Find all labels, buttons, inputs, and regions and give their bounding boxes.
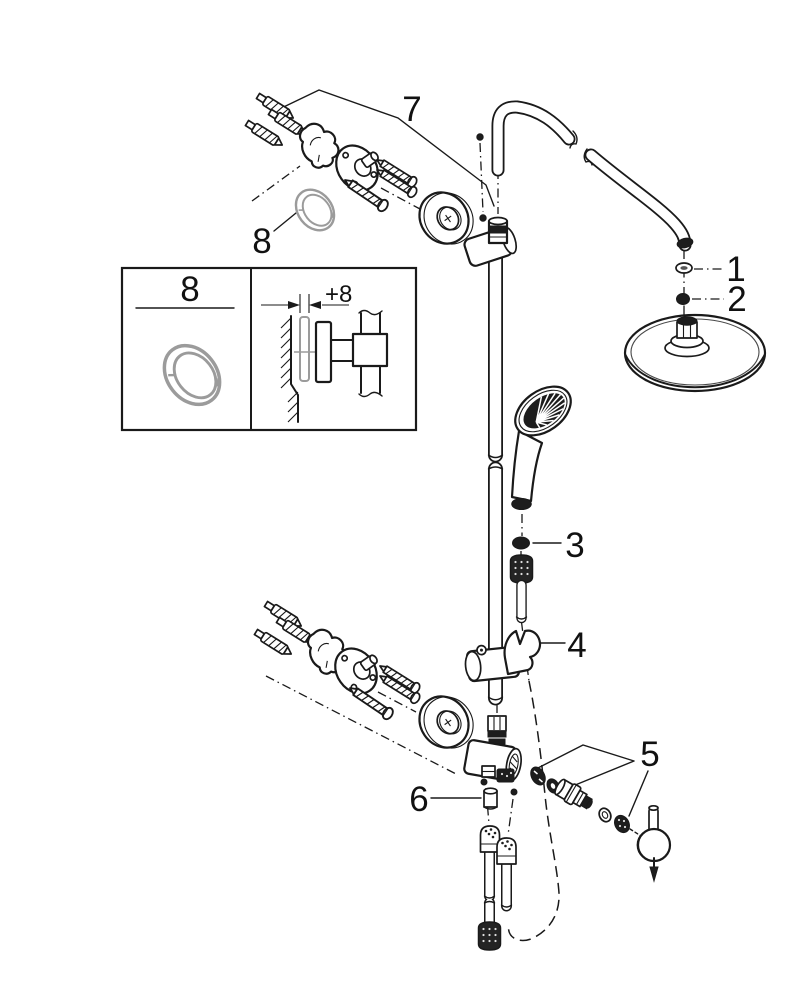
callout-3-label: 3 [565, 526, 584, 565]
rail-bottom-cap [487, 696, 504, 701]
centerline-grub-screw [479, 142, 484, 213]
check-valve-6 [483, 787, 498, 810]
upper-wall-bracket-assembly [243, 90, 485, 257]
pipe-break-cut [483, 895, 496, 904]
inset-detail-box [120, 266, 418, 432]
hose-connector-group [509, 536, 534, 624]
inset-flange-section [314, 320, 333, 384]
pipe-end-cap [500, 904, 513, 908]
lever-handle [636, 804, 672, 863]
supply-nut [496, 837, 517, 865]
cartridge-assembly-5 [530, 766, 672, 883]
shower-arm [491, 100, 694, 252]
handset-hook [503, 629, 542, 676]
centerline-upper-bracket [251, 165, 421, 210]
inset-part-label: 8 [180, 270, 199, 309]
rail-break-cut [487, 454, 504, 470]
callout-7-label: 7 [402, 90, 421, 129]
callout-1-label: 1 [726, 250, 745, 289]
hose-end-cap [477, 921, 502, 951]
inset-dimension-label: +8 [325, 281, 352, 308]
callout-2-label: 2 [727, 280, 746, 319]
slider-holder-4 [464, 629, 542, 683]
centerline-hand-shower [520, 514, 530, 682]
callout-6-label: 6 [409, 780, 428, 819]
rail-arm-junction [463, 133, 518, 267]
gasket-2 [676, 293, 690, 305]
callout-5-label: 5 [640, 735, 659, 774]
gasket-screw [480, 778, 488, 786]
valve-bolt [487, 715, 507, 732]
hose-outlet-nut [496, 768, 515, 783]
centerline-valve-right [507, 798, 514, 836]
cartridge [554, 778, 593, 810]
lower-wall-bracket-assembly [252, 598, 485, 761]
callout-8-label: 8 [252, 222, 271, 261]
hand-shower [510, 385, 572, 510]
inset-spacer-side [299, 316, 310, 382]
leader-line-8 [273, 212, 297, 232]
shower-hose-path [507, 680, 560, 942]
washer [598, 807, 612, 823]
gasket-screw [510, 788, 518, 796]
spacer-ring-8 [286, 180, 344, 240]
leader-line-7 [268, 89, 495, 207]
gasket-3 [512, 536, 530, 550]
callout-4-label: 4 [567, 626, 586, 665]
hand-shower-handle [510, 429, 544, 503]
inset-tee-section [351, 332, 389, 368]
hand-shower-face [514, 385, 572, 437]
diverter-valve [463, 715, 522, 951]
centerline-lower-flange [377, 691, 417, 713]
shower-rail [487, 248, 504, 706]
inset-wall-section [280, 315, 299, 423]
head-shower [623, 262, 767, 393]
callout-labels: 1 2 3 4 5 6 7 8 8 +8 [180, 90, 746, 819]
hose-connector-cap [509, 554, 534, 584]
handle-screw [649, 857, 659, 883]
grub-screw [476, 133, 484, 141]
arm-break-cut [569, 130, 593, 166]
grub-screw [479, 214, 487, 222]
arm-thread-end [676, 237, 694, 249]
dimension-plus-8 [261, 294, 349, 313]
centerline-lower-bracket [265, 675, 459, 776]
valve-disc [530, 766, 546, 786]
